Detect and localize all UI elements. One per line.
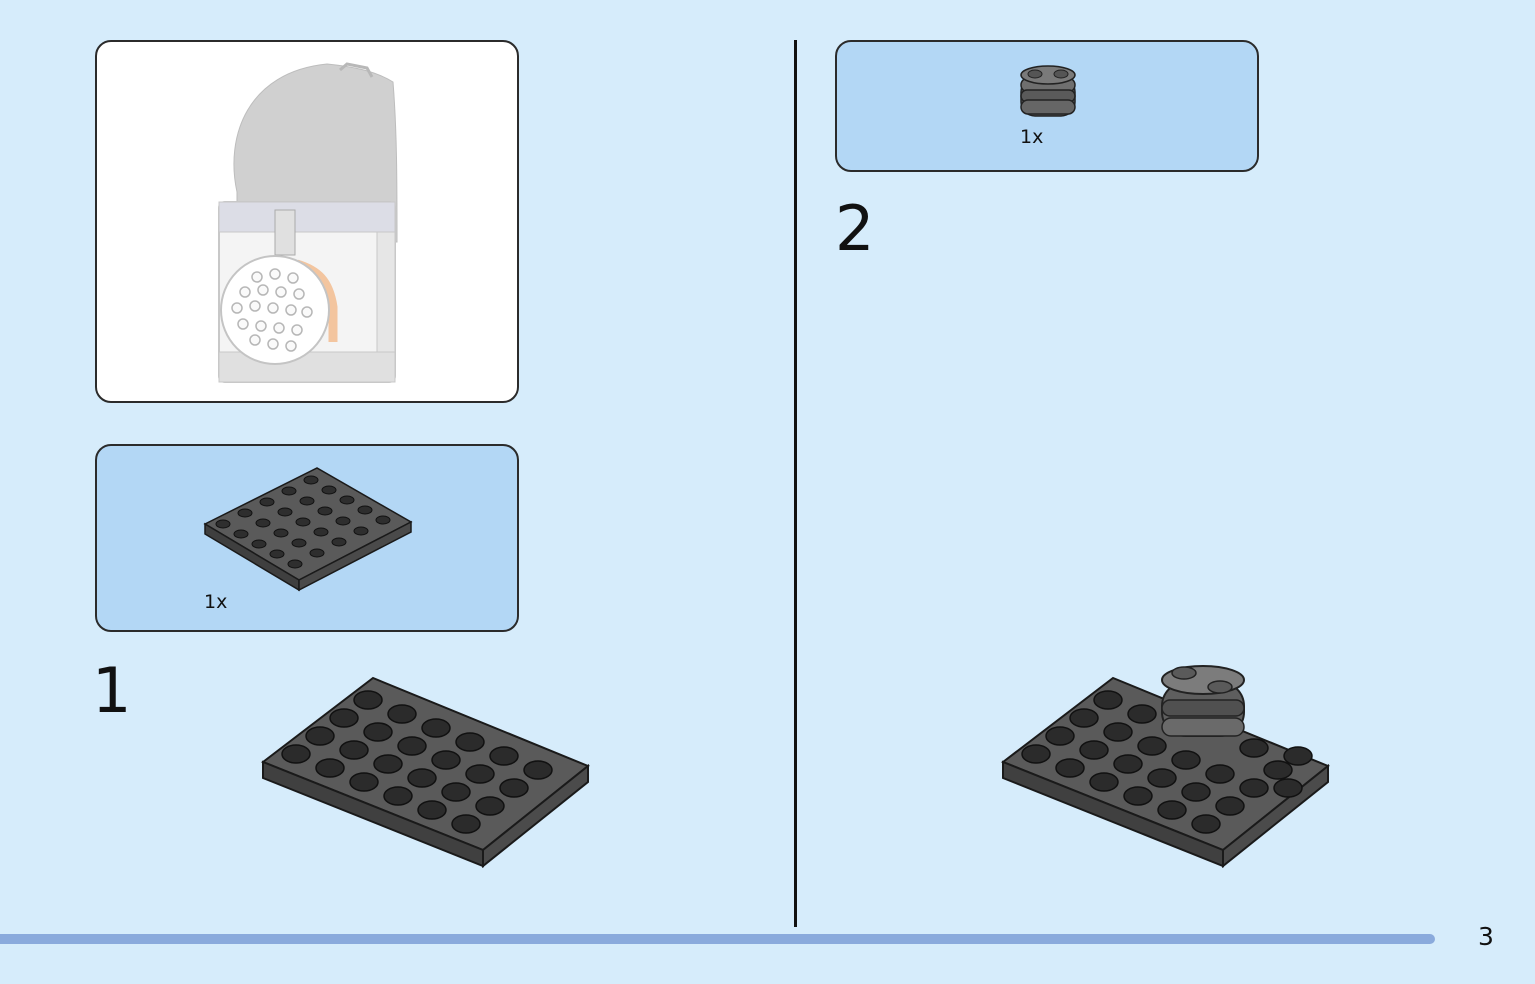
progress-bar: [0, 934, 1435, 944]
finished-model-preview-icon: [218, 62, 398, 383]
parts-panel-step-2: 1x: [835, 40, 1259, 172]
plate-with-connector-icon: [1000, 665, 1330, 869]
part-quantity-step-2: 1x: [1020, 126, 1044, 148]
step-number-2: 2: [835, 192, 875, 265]
plate-4x6-brick-icon: [203, 467, 413, 592]
round-connector-brick-icon: [1020, 65, 1076, 117]
parts-panel-step-1: 1x: [95, 444, 519, 632]
step-number-1: 1: [92, 654, 132, 727]
page-number: 3: [1478, 922, 1494, 951]
part-quantity-step-1: 1x: [204, 591, 228, 613]
page-divider: [794, 40, 797, 927]
plate-4x6-brick-icon: [260, 676, 590, 869]
finished-model-preview-panel: [95, 40, 519, 403]
